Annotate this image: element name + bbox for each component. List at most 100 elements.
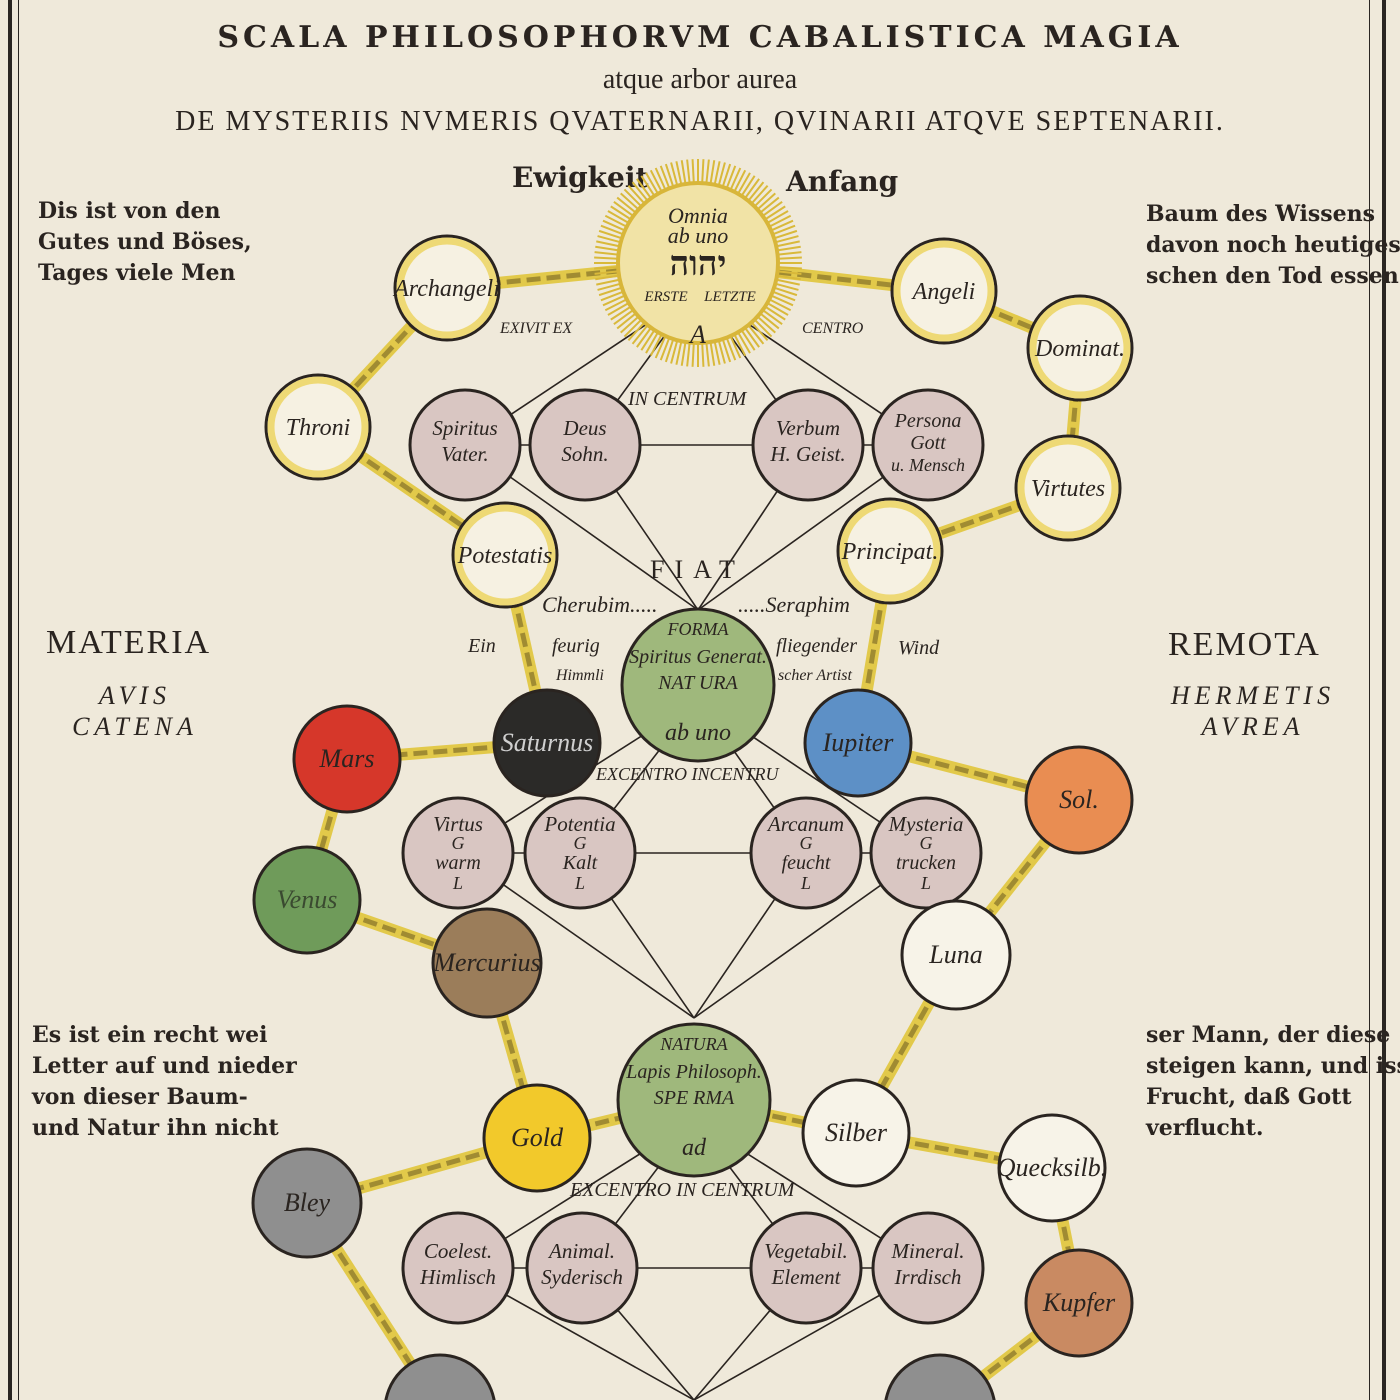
- mineral-label-1: Irrdisch: [894, 1265, 962, 1289]
- sun-label-0: Omnia: [668, 203, 728, 228]
- eisen-disc: [884, 1353, 996, 1400]
- ray: [649, 332, 664, 357]
- ray: [649, 169, 664, 194]
- throni-label-0: Throni: [286, 415, 350, 441]
- ray: [743, 178, 760, 201]
- annotation-centro: CENTRO: [802, 320, 864, 337]
- ray: [631, 181, 650, 204]
- circle-throni: Throni: [264, 373, 372, 481]
- ray: [620, 314, 641, 334]
- text-line: Letter auf und nieder: [32, 1053, 297, 1079]
- ray: [640, 327, 657, 351]
- principat-label-0: Principat.: [841, 539, 939, 565]
- bley-label-0: Bley: [284, 1188, 331, 1217]
- angeli-label-0: Angeli: [911, 279, 976, 305]
- dominat-disc: [1026, 294, 1134, 402]
- ray: [600, 224, 626, 236]
- ray: [610, 304, 634, 321]
- ray: [775, 266, 802, 270]
- sol-label-0: Sol.: [1059, 785, 1099, 814]
- ray: [675, 339, 683, 365]
- archangeli-rim: [396, 237, 498, 339]
- ray: [713, 161, 721, 187]
- ray: [613, 308, 636, 325]
- arcanum-label-3: L: [800, 873, 811, 893]
- verbum-disc: [751, 388, 865, 502]
- spiritus-disc: [408, 388, 522, 502]
- virtus-label-1: G: [452, 833, 465, 853]
- circle-quecksilb: Quecksilb.: [997, 1113, 1107, 1223]
- ray: [732, 169, 747, 194]
- plate-title: SCALA PHILOSOPHORVM CABALISTICA MAGIA: [217, 20, 1183, 55]
- ray: [594, 266, 621, 270]
- potentia-label-3: L: [574, 873, 585, 893]
- circle-zinn: Z: [384, 1353, 496, 1400]
- ray: [627, 320, 647, 341]
- ray: [602, 219, 628, 233]
- ray: [659, 335, 671, 361]
- angeli-disc: [890, 237, 998, 345]
- mysteria-label-0: Mysteria: [888, 812, 964, 836]
- kupfer-label-0: Kupfer: [1042, 1288, 1116, 1317]
- text-line: von dieser Baum-: [32, 1084, 248, 1110]
- sun-label-4: LETZTE: [703, 289, 756, 305]
- ray: [610, 205, 634, 222]
- ray: [760, 308, 783, 325]
- ray: [680, 339, 687, 366]
- text-line: Es ist ein recht wei: [32, 1022, 268, 1048]
- text-line: verflucht.: [1146, 1115, 1264, 1141]
- sun-label-1: ab uno: [668, 223, 729, 248]
- mysteria-label-2: trucken: [896, 852, 956, 874]
- persona-label-1: Gott: [910, 432, 946, 454]
- ray: [762, 205, 786, 222]
- vegetabil-disc: [749, 1211, 863, 1325]
- ray: [773, 282, 799, 291]
- mercurius-disc: [431, 907, 543, 1019]
- label-ewigkeit: Ewigkeit: [512, 161, 649, 194]
- circle-jupiter: Iupiter: [803, 688, 913, 798]
- potentia-label-1: G: [574, 833, 587, 853]
- saturnus-disc: [492, 688, 602, 798]
- annotation-himmli: Himmli: [555, 667, 604, 684]
- natura-label-0: NATURA: [659, 1034, 728, 1054]
- ray: [604, 214, 629, 229]
- archangeli-label-0: Archangeli: [392, 276, 500, 302]
- persona-label-0: Persona: [894, 410, 962, 432]
- circle-mineral: Mineral.Irrdisch: [871, 1211, 985, 1325]
- potestatis-rim: [454, 504, 556, 606]
- ray: [607, 301, 631, 316]
- ray: [757, 311, 780, 330]
- circle-principat: Principat.: [836, 497, 944, 605]
- circle-archangeli: Archangeli: [392, 234, 501, 342]
- text-line: Tages viele Men: [38, 260, 236, 286]
- ray: [728, 333, 742, 359]
- ray: [670, 338, 679, 364]
- deus-disc: [528, 388, 642, 502]
- ray: [755, 314, 776, 334]
- ray: [645, 330, 660, 354]
- text-line: HERMETIS: [1170, 681, 1336, 710]
- coelest-label-1: Himlisch: [419, 1265, 496, 1289]
- inner-border: [18, 0, 1370, 1400]
- text-bottom-right: ser Mann, der diese steigen kann, und is…: [1146, 1020, 1400, 1144]
- ray: [623, 188, 644, 209]
- ray: [620, 192, 641, 212]
- ray: [757, 196, 780, 215]
- ray: [686, 340, 691, 367]
- ray: [598, 229, 625, 240]
- ray: [616, 196, 639, 215]
- circle-silber: Silber: [801, 1078, 911, 1188]
- ray: [627, 185, 647, 206]
- quecksilb-disc: [997, 1113, 1107, 1223]
- annotation-excentro1: EXCENTRO INCENTRU: [595, 764, 780, 784]
- virtus-disc: [401, 796, 515, 910]
- arcanum-label-2: feucht: [782, 852, 831, 874]
- zinn-label-0: Z: [433, 1395, 448, 1400]
- ray: [771, 229, 798, 240]
- ray: [613, 201, 636, 218]
